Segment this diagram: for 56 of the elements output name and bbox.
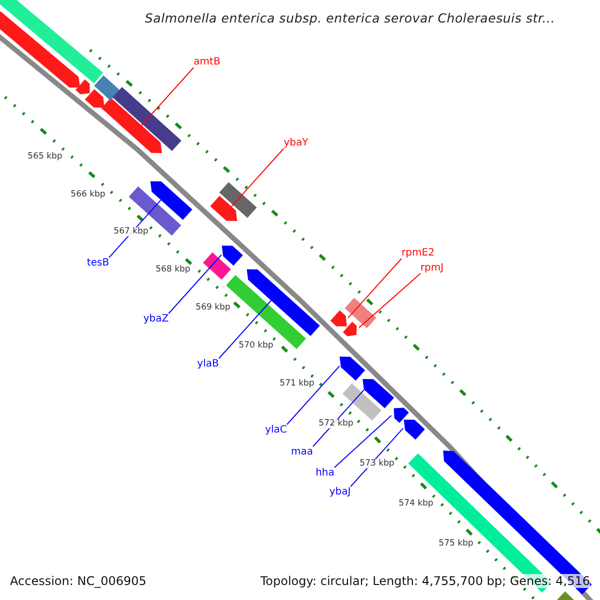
gene-feature: [210, 196, 238, 221]
gene-feature: [340, 356, 366, 381]
leader-line: [168, 254, 222, 314]
leader-line: [231, 148, 284, 208]
gene-label: maa: [291, 446, 313, 458]
scale-label: 566 kbp: [70, 190, 106, 200]
leader-line: [334, 415, 392, 468]
gene-feature: [246, 269, 320, 336]
gene-label: ylaB: [197, 358, 219, 370]
gene-feature: [356, 308, 376, 328]
gene-feature: [342, 383, 382, 421]
scale-label: 567 kbp: [114, 227, 148, 237]
gene-label: ybaJ: [329, 486, 351, 498]
leader-line: [348, 258, 402, 318]
gene-feature: [362, 379, 394, 408]
scale-label: 565 kbp: [28, 152, 62, 162]
gene-label: ybaY: [284, 138, 308, 148]
gene-feature: [112, 87, 182, 151]
gene-feature: [344, 298, 366, 318]
gene-label: ybaZ: [143, 314, 169, 324]
scale-label: 575 kbp: [438, 539, 474, 549]
gene-feature: [150, 181, 192, 220]
gene-feature: [94, 75, 120, 101]
scale-label: 574 kbp: [398, 499, 434, 509]
gene-label: rpmJ: [420, 262, 444, 274]
gene-feature: [342, 322, 357, 336]
gene-label: ylaC: [265, 424, 287, 436]
gene-label: hha: [316, 468, 334, 478]
gene-feature: [76, 79, 90, 94]
gene-feature: [101, 98, 162, 154]
accession-text: Accession: NC_006905: [10, 574, 146, 588]
genome-info-text: Topology: circular; Length: 4,755,700 bp; Genes: 4,516: [260, 574, 590, 588]
scale-label: 569 kbp: [196, 303, 230, 313]
scale-label: 572 kbp: [318, 419, 354, 429]
leader-line: [218, 300, 272, 359]
leader-line: [286, 366, 340, 425]
title: Salmonella enterica subsp. enterica serovar Choleraesuis str...: [144, 10, 556, 26]
leader-line: [358, 273, 421, 328]
leader-line: [141, 67, 194, 126]
gene-label: amtB: [194, 56, 220, 68]
gene-feature: [219, 182, 257, 218]
gene-feature: [84, 89, 104, 108]
gene-feature: [404, 420, 425, 440]
scale-label: 570 kbp: [238, 341, 274, 351]
gene-feature: [330, 310, 347, 326]
scale-label: 568 kbp: [156, 265, 190, 275]
gene-feature: [0, 11, 80, 88]
gene-label: tesB: [86, 258, 110, 268]
gene-feature: [0, 0, 104, 84]
gene-feature: [394, 408, 409, 423]
gene-feature: [222, 246, 243, 266]
scale-label: 573 kbp: [360, 459, 394, 469]
gene-label: rpmE2: [402, 248, 434, 258]
scale-label: 571 kbp: [280, 379, 314, 389]
gene-feature: [203, 252, 231, 280]
gene-feature: [128, 186, 182, 236]
